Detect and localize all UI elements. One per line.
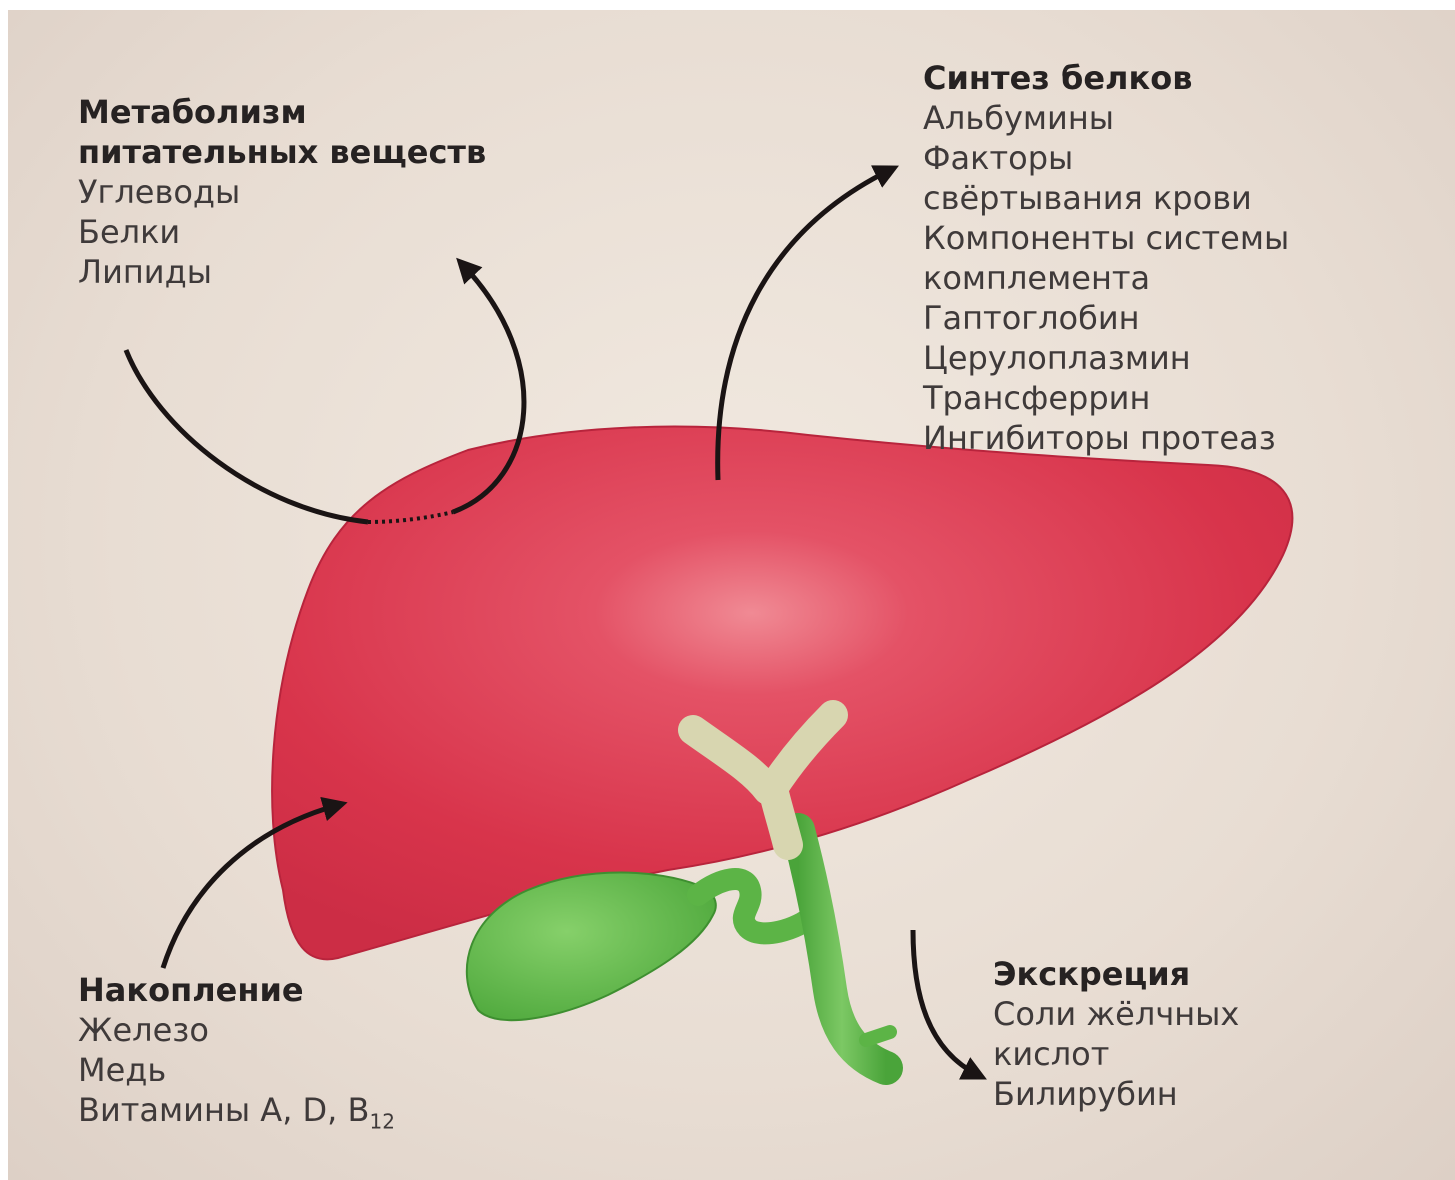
synthesis-item: Факторы [923, 138, 1289, 178]
metabolism-block: Метаболизм питательных веществ Углеводы … [78, 92, 486, 292]
excretion-title: Экскреция [993, 954, 1239, 994]
storage-item-vitamins: Витамины A, D, B12 [78, 1090, 395, 1141]
synthesis-item: Церулоплазмин [923, 338, 1289, 378]
duct-stub [866, 1032, 890, 1040]
storage-item: Железо [78, 1010, 395, 1050]
metabolism-title-line1: Метаболизм [78, 92, 486, 132]
liver-shape [272, 427, 1292, 960]
synthesis-item: Ингибиторы протеаз [923, 418, 1289, 458]
synthesis-item: Гаптоглобин [923, 298, 1289, 338]
excretion-block: Экскреция Соли жёлчных кислот Билирубин [993, 954, 1239, 1114]
vitamins-text: Витамины A, D, B [78, 1091, 369, 1129]
storage-title: Накопление [78, 970, 395, 1010]
vitamins-subscript: 12 [369, 1109, 394, 1133]
metabolism-item: Липиды [78, 252, 486, 292]
excretion-arrow [913, 930, 978, 1075]
synthesis-item: Альбумины [923, 98, 1289, 138]
excretion-item: Билирубин [993, 1074, 1239, 1114]
storage-block: Накопление Железо Медь Витамины A, D, B1… [78, 970, 395, 1141]
synthesis-item: Компоненты системы [923, 218, 1289, 258]
storage-item: Медь [78, 1050, 395, 1090]
excretion-item: кислот [993, 1034, 1239, 1074]
metabolism-item: Белки [78, 212, 486, 252]
metabolism-item: Углеводы [78, 172, 486, 212]
diagram-canvas: Метаболизм питательных веществ Углеводы … [8, 10, 1455, 1180]
synthesis-block: Синтез белков Альбумины Факторы свёртыва… [923, 58, 1289, 458]
hepatic-duct-common [772, 785, 788, 845]
excretion-item: Соли жёлчных [993, 994, 1239, 1034]
metabolism-arrow-in [126, 350, 368, 522]
synthesis-item: комплемента [923, 258, 1289, 298]
synthesis-item: свёртывания крови [923, 178, 1289, 218]
metabolism-title-line2: питательных веществ [78, 132, 486, 172]
synthesis-title: Синтез белков [923, 58, 1289, 98]
synthesis-item: Трансферрин [923, 378, 1289, 418]
